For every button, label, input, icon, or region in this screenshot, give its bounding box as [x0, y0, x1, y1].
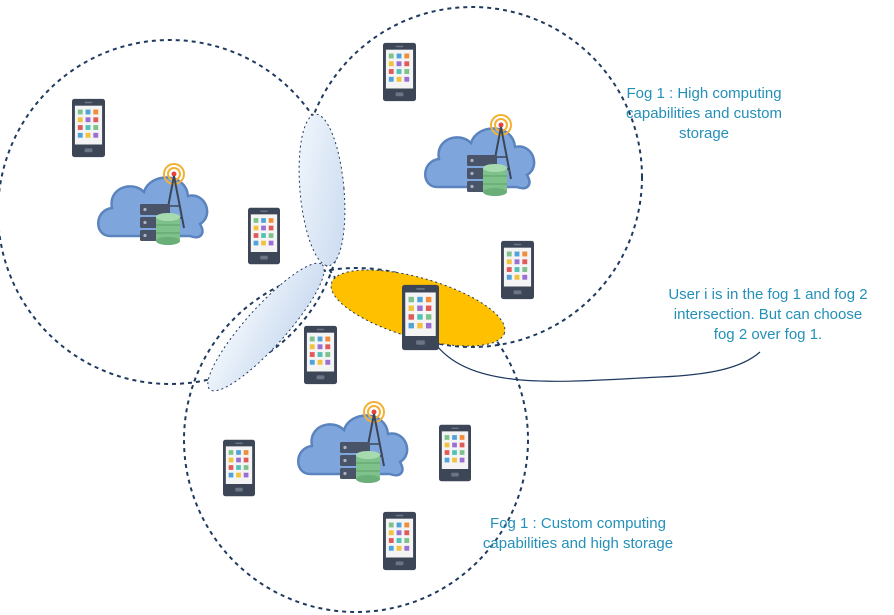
fog-top-label-line: Fog 1 : High computing: [626, 85, 782, 102]
intersection-left-bottom: [207, 262, 325, 392]
user-note-label-line: fog 2 over fog 1.: [713, 326, 823, 343]
smartphone-icon: [383, 511, 416, 571]
fog-top-label-line: capabilities and custom: [626, 105, 782, 122]
user-note-label-line: intersection. But can choose: [673, 306, 863, 323]
fog-bottom-label-line: capabilities and high storage: [482, 535, 674, 552]
cloud-server-icon-left: [96, 162, 209, 247]
fog-top-label: Fog 1 : High computing capabilities and …: [583, 84, 825, 144]
intersection-left-right: [298, 113, 346, 267]
smartphone-icon: [439, 424, 471, 482]
fog-top-label-line: storage: [678, 125, 730, 142]
fog-bottom-label: Fog 1 : Custom computing capabilities an…: [448, 514, 708, 554]
cloud-server-icon-right: [423, 113, 536, 198]
fog-bottom-label-line: Fog 1 : Custom computing: [490, 515, 666, 532]
cloud-server-icon-bottom: [296, 400, 409, 485]
fog-coverage-circle-bottom: [183, 267, 529, 613]
user-note-connector: [433, 341, 761, 382]
smartphone-icon: [304, 325, 337, 385]
smartphone-icon: [223, 439, 255, 497]
fog-coverage-circle-right: [301, 6, 643, 348]
user-note-label: User i is in the fog 1 and fog 2 interse…: [645, 285, 891, 345]
smartphone-icon: [72, 98, 105, 158]
smartphone-icon: [383, 42, 416, 102]
smartphone-icon: [248, 207, 280, 265]
smartphone-icon-user-i: [402, 284, 439, 351]
user-note-label-line: User i is in the fog 1 and fog 2: [668, 286, 868, 303]
smartphone-icon: [501, 240, 534, 300]
